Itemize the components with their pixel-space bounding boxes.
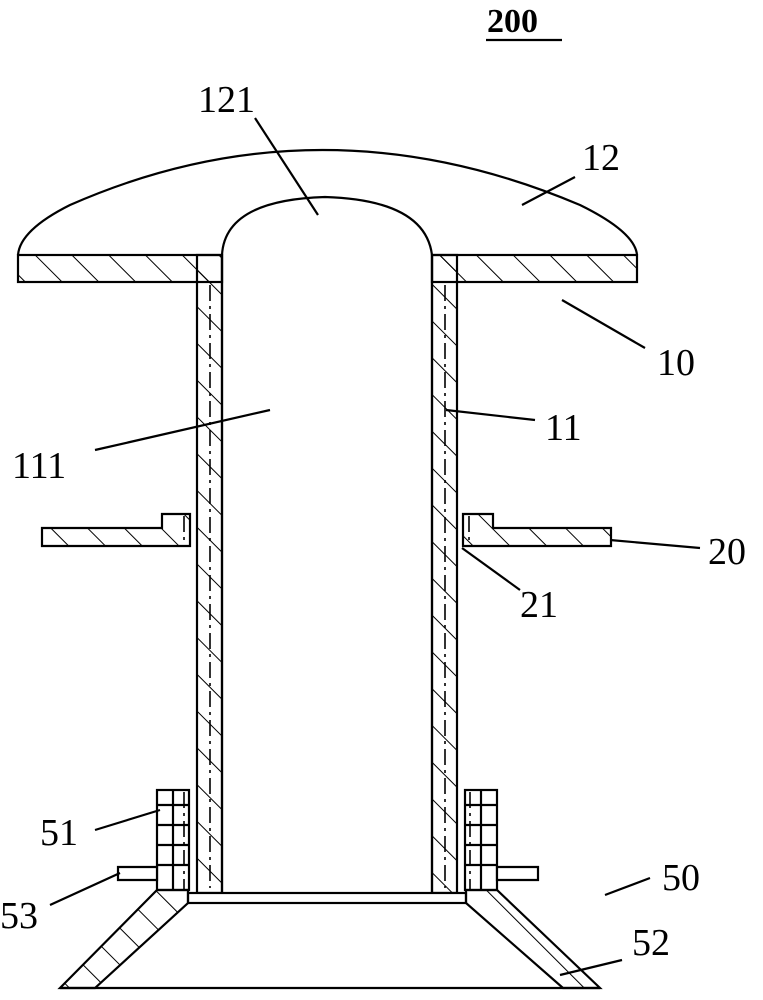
plate-20-right [461, 512, 613, 548]
plate-20-left [40, 512, 192, 548]
label-10: 10 [657, 342, 695, 384]
label-111: 111 [12, 445, 66, 487]
label-51: 51 [40, 812, 78, 854]
label-11: 11 [545, 407, 582, 449]
flange-left [16, 253, 224, 284]
skirt-52-right [464, 888, 603, 990]
label-20: 20 [708, 531, 746, 573]
figure-number: 200 [487, 3, 538, 40]
label-52: 52 [632, 922, 670, 964]
ledge-53-right [495, 865, 540, 882]
ledge-53-left [116, 865, 159, 882]
inner-dome-121 [220, 195, 434, 256]
tube-bottom-plate [186, 891, 468, 905]
leader-lines [49, 117, 701, 977]
skirt-52-left [57, 888, 190, 990]
label-50: 50 [662, 857, 700, 899]
flange-joint-left [198, 256, 221, 281]
label-21: 21 [520, 584, 558, 626]
flange-joint-right [433, 256, 456, 281]
label-53: 53 [0, 895, 38, 937]
flange-right [430, 253, 639, 284]
label-12: 12 [582, 137, 620, 179]
label-121: 121 [198, 79, 255, 121]
cap-dome [16, 148, 639, 256]
